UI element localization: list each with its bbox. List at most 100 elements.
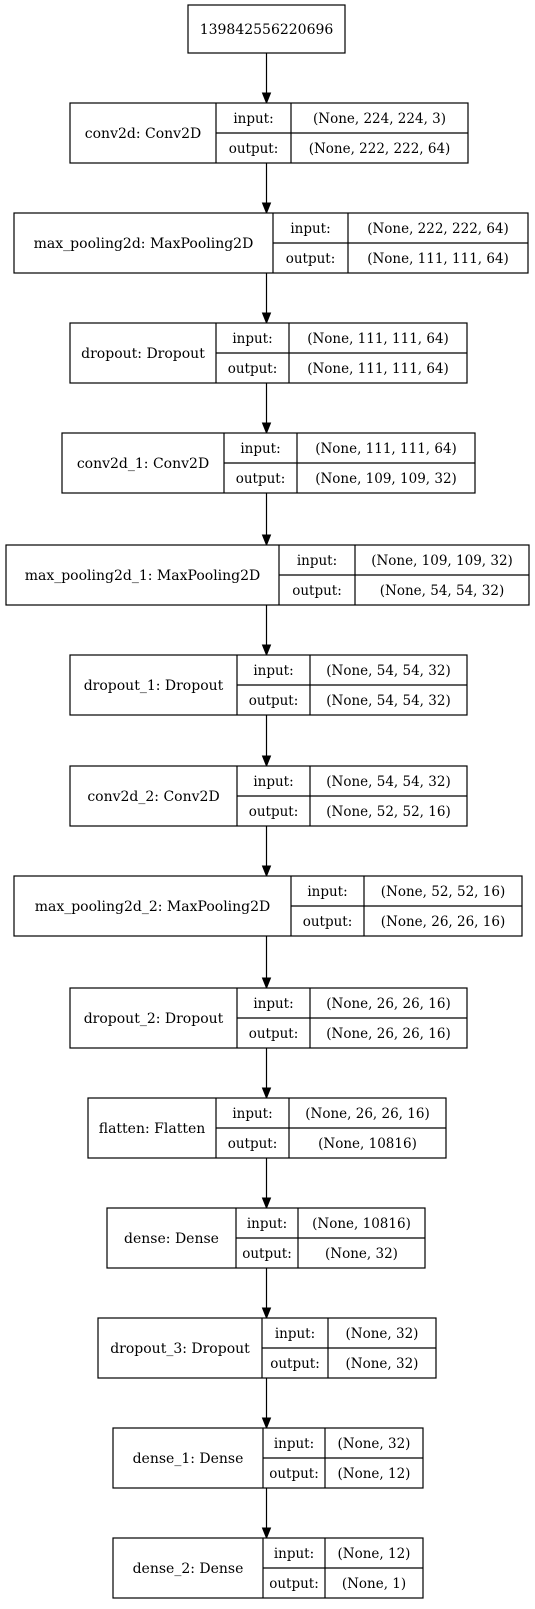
output-label: output: (229, 141, 279, 157)
input-label: input: (274, 1436, 314, 1452)
edge-arrow (261, 273, 272, 325)
arrowhead (261, 312, 272, 325)
input-shape: (None, 12) (338, 1546, 411, 1562)
input-shape: (None, 26, 26, 16) (305, 1106, 429, 1122)
edge-arrow (261, 1268, 272, 1320)
layer-node: dense_2: Dense input: output: (None, 12) (No… (112, 1537, 424, 1599)
edge-arrow (261, 826, 272, 878)
output-shape: (None, 12) (338, 1466, 411, 1482)
output-label: output: (249, 1026, 299, 1042)
edge-arrow (261, 605, 272, 657)
input-node: 139842556220696 (187, 4, 346, 54)
layer-node: max_pooling2d_1: MaxPooling2Dinput:outpu… (5, 544, 530, 606)
output-label: output: (286, 251, 336, 267)
input-shape: (None, 26, 26, 16) (326, 996, 450, 1012)
layer-name: dropout_3: Dropout (110, 1341, 250, 1357)
layer-name: flatten: Flatten (99, 1121, 206, 1137)
output-shape: (None, 52, 52, 16) (326, 804, 450, 820)
output-label: output: (249, 693, 299, 709)
arrowhead (261, 1527, 272, 1540)
input-label: input: (297, 553, 337, 569)
input-label: input: (274, 1546, 314, 1562)
input-shape: (None, 32) (338, 1436, 411, 1452)
layer-node: conv2d_2: Conv2D input: output: (None, 54, … (69, 765, 468, 827)
layer-name: conv2d: Conv2D (85, 126, 201, 142)
input-shape: (None, 111, 111, 64) (307, 331, 449, 347)
input-label: input: (240, 441, 280, 457)
arrowhead (261, 92, 272, 105)
edge-arrow (261, 1488, 272, 1540)
edge-arrow (261, 1158, 272, 1210)
layer-name: dense_2: Dense (133, 1561, 244, 1577)
layer-node: flatten: Flatten input: output: (None, 26, … (87, 1097, 447, 1159)
output-label: output: (269, 1466, 319, 1482)
layer-name: dropout_1: Dropout (84, 678, 224, 694)
output-label: output: (249, 804, 299, 820)
input-label: input: (253, 996, 293, 1012)
output-shape: (None, 26, 26, 16) (381, 914, 505, 930)
edge-arrow (261, 493, 272, 547)
layer-node: dropout_3: Dropout input: output: (None, 32… (97, 1317, 437, 1379)
layer-name: max_pooling2d_2: MaxPooling2D (35, 899, 271, 915)
arrowhead (261, 202, 272, 215)
output-shape: (None, 54, 54, 32) (326, 693, 450, 709)
input-shape: (None, 32) (346, 1326, 419, 1342)
edge-arrow (261, 1048, 272, 1100)
arrowhead (261, 534, 272, 547)
arrowhead (261, 1087, 272, 1100)
arrowhead (261, 1417, 272, 1430)
input-label: input: (253, 663, 293, 679)
output-shape: (None, 32) (346, 1356, 419, 1372)
layer-name: max_pooling2d: MaxPooling2D (34, 236, 254, 252)
output-shape: (None, 32) (325, 1246, 398, 1262)
output-shape: (None, 1) (342, 1576, 406, 1592)
edges-layer (261, 53, 272, 1540)
input-label: input: (290, 221, 330, 237)
layer-node: max_pooling2d: MaxPooling2D input: output:… (13, 212, 529, 274)
output-label: output: (228, 361, 278, 377)
input-shape: (None, 10816) (312, 1216, 411, 1232)
input-label: input: (233, 111, 273, 127)
output-label: output: (269, 1576, 319, 1592)
edge-arrow (261, 163, 272, 215)
layer-node: conv2d: Conv2D input: output: (None, 224, 2… (69, 102, 469, 164)
input-label: input: (232, 331, 272, 347)
arrowhead (261, 422, 272, 435)
layer-name: conv2d_1: Conv2D (77, 456, 209, 472)
edge-arrow (261, 53, 272, 105)
output-label: output: (228, 1136, 278, 1152)
layer-node: dropout_1: Dropout input: output: (None, 54… (69, 654, 468, 716)
input-label: input: (232, 1106, 272, 1122)
input-shape: (None, 52, 52, 16) (381, 884, 505, 900)
layer-name: dense_1: Dense (133, 1451, 244, 1467)
arrowhead (261, 644, 272, 657)
edge-arrow (261, 936, 272, 990)
input-label: input: (307, 884, 347, 900)
output-shape: (None, 109, 109, 32) (315, 471, 457, 487)
input-shape: (None, 224, 224, 3) (313, 111, 446, 127)
edge-arrow (261, 1378, 272, 1430)
input-label: input: (275, 1326, 315, 1342)
output-shape: (None, 222, 222, 64) (309, 141, 451, 157)
layers-layer: conv2d: Conv2D input: output: (None, 224, 2… (5, 102, 530, 1599)
output-label: output: (242, 1246, 292, 1262)
output-label: output: (303, 914, 353, 930)
input-shape: (None, 54, 54, 32) (326, 663, 450, 679)
output-shape: (None, 111, 111, 64) (367, 251, 509, 267)
layer-name: conv2d_2: Conv2D (87, 789, 219, 805)
edge-arrow (261, 383, 272, 435)
output-label: output: (236, 471, 286, 487)
input-shape: (None, 222, 222, 64) (367, 221, 509, 237)
input-shape: (None, 54, 54, 32) (326, 774, 450, 790)
output-label: output: (270, 1356, 320, 1372)
layer-node: max_pooling2d_2: MaxPooling2D input: outpu… (13, 875, 523, 937)
input-label: input: (247, 1216, 287, 1232)
input-label: input: (253, 774, 293, 790)
arrowhead (261, 1307, 272, 1320)
arrowhead (261, 755, 272, 768)
